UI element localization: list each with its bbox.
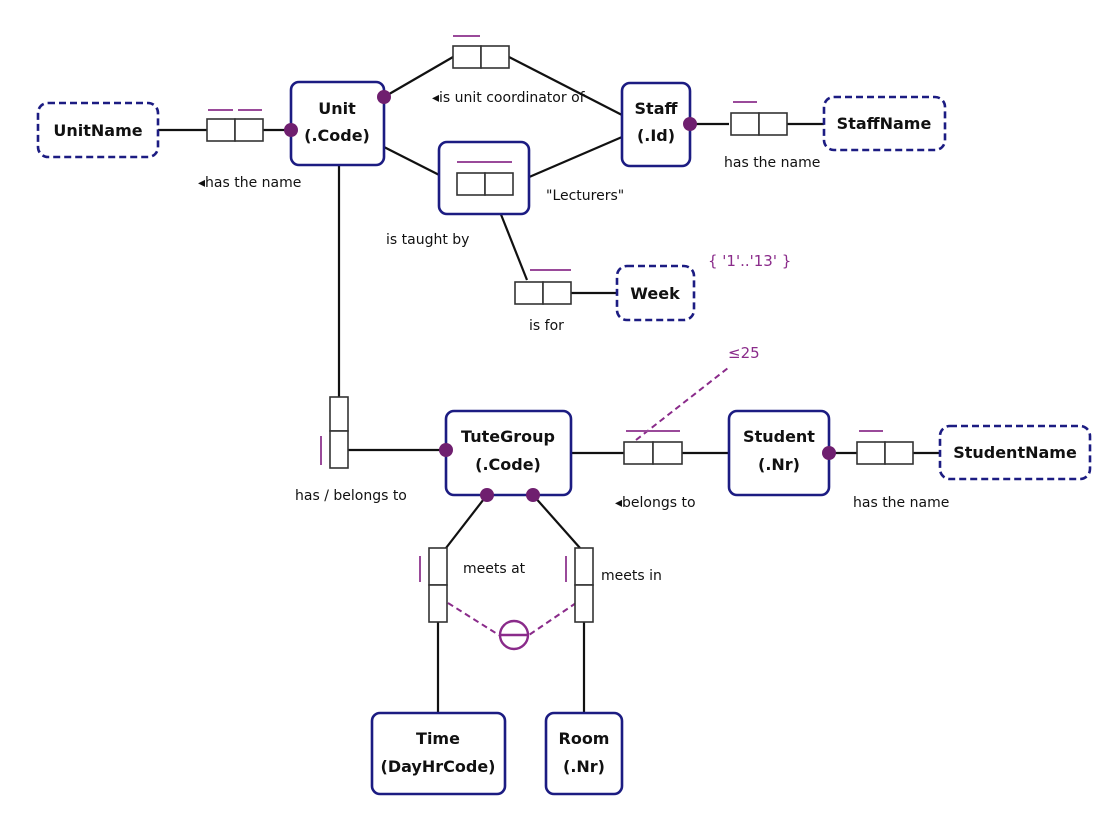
reading-is-for: is for — [529, 318, 564, 334]
value-type-week[interactable]: Week — [615, 264, 696, 322]
fact-student-name-roles[interactable] — [856, 430, 914, 465]
entity-tutegroup-ref: (.Code) — [475, 455, 541, 474]
exclusion-connector-left — [447, 602, 503, 638]
value-type-studentname[interactable]: StudentName — [938, 424, 1092, 481]
reading-belongs-to: ◂belongs to — [615, 495, 696, 511]
exclusion-constraint-icon[interactable] — [498, 619, 530, 651]
reading-student-has-name: has the name — [853, 495, 949, 511]
reading-meets-at: meets at — [463, 561, 526, 577]
entity-tutegroup[interactable]: TuteGroup (.Code) — [444, 409, 573, 497]
mandatory-role-dots — [284, 90, 836, 502]
fact-is-for-roles[interactable] — [514, 269, 572, 305]
exclusion-connector-right — [525, 602, 577, 638]
reading-taught-by: is taught by — [386, 232, 469, 248]
entity-room-ref: (.Nr) — [563, 757, 605, 776]
frequency-constraint-connector — [635, 367, 729, 441]
entity-staff[interactable]: Staff (.Id) — [620, 81, 692, 168]
entity-unit-ref: (.Code) — [304, 126, 370, 145]
entity-unit-name: Unit — [318, 99, 356, 118]
entity-student-ref: (.Nr) — [758, 455, 800, 474]
entity-student[interactable]: Student (.Nr) — [727, 409, 831, 497]
fact-has-belongs-roles[interactable] — [320, 396, 349, 469]
fact-coordinator-roles[interactable] — [452, 35, 510, 69]
value-type-unitname-label: UnitName — [53, 121, 142, 140]
reading-lecturers: "Lecturers" — [546, 188, 624, 204]
entity-staff-name: Staff — [635, 99, 679, 118]
entity-tutegroup-name: TuteGroup — [461, 427, 555, 446]
entity-time-ref: (DayHrCode) — [381, 757, 496, 776]
entity-unit[interactable]: Unit (.Code) — [289, 80, 386, 167]
fact-meets-at-roles[interactable] — [419, 547, 448, 623]
reading-meets-in: meets in — [601, 568, 662, 584]
reading-unit-has-name: ◂has the name — [198, 175, 301, 191]
fact-meets-in-roles[interactable] — [565, 547, 594, 623]
reading-coordinator: ◂is unit coordinator of — [432, 90, 586, 106]
fact-taught-by-roles[interactable] — [456, 161, 514, 196]
connector-lines — [158, 56, 940, 713]
entity-time[interactable]: Time (DayHrCode) — [370, 711, 507, 796]
value-type-staffname[interactable]: StaffName — [822, 95, 947, 152]
fact-belongs-to-roles[interactable] — [623, 430, 683, 465]
entity-staff-ref: (.Id) — [637, 126, 675, 145]
value-type-staffname-label: StaffName — [837, 114, 932, 133]
frequency-constraint: ≤25 — [728, 344, 760, 362]
fact-unit-name-roles[interactable] — [206, 109, 264, 142]
reading-staff-has-name: has the name — [724, 155, 820, 171]
value-type-week-label: Week — [630, 284, 680, 303]
reading-has-belongs: has / belongs to — [295, 488, 407, 504]
fact-staff-name-roles[interactable] — [730, 101, 788, 136]
value-constraint-week: { '1'..'13' } — [708, 252, 791, 270]
value-type-studentname-label: StudentName — [953, 443, 1077, 462]
entity-room-name: Room — [559, 729, 610, 748]
entity-room[interactable]: Room (.Nr) — [544, 711, 624, 796]
entity-student-name: Student — [743, 427, 815, 446]
entity-time-name: Time — [416, 729, 460, 748]
value-type-unitname[interactable]: UnitName — [36, 101, 160, 159]
